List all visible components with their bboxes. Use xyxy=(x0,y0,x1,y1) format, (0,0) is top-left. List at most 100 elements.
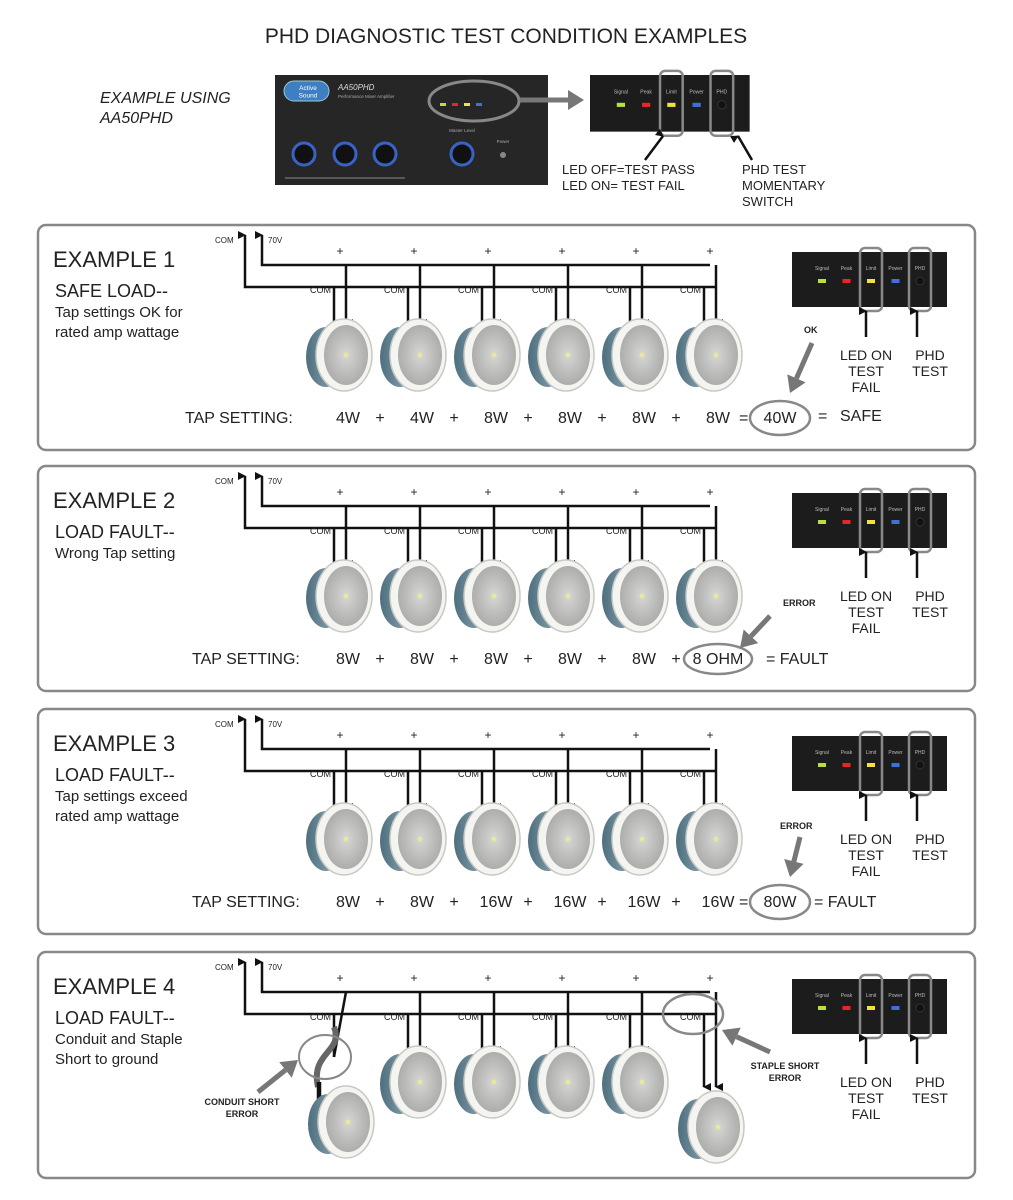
com-label: COM xyxy=(215,963,234,972)
com-tap-label: COM xyxy=(384,769,405,779)
phd-test-label: TEST xyxy=(912,363,948,379)
com-tap-label: COM xyxy=(606,769,627,779)
fault-circle xyxy=(682,642,754,676)
speaker-icon xyxy=(454,1045,521,1119)
error-note: ERROR xyxy=(783,598,816,608)
phd-button xyxy=(915,760,925,770)
example-description: Tap settings exceed xyxy=(55,788,188,805)
staple-short-circle xyxy=(661,992,725,1036)
tap-value: 8W xyxy=(410,651,435,668)
speaker-icon xyxy=(602,1045,669,1119)
example-description: Conduit and Staple xyxy=(55,1031,183,1048)
led-label: Limit xyxy=(866,266,877,272)
plus-label: + xyxy=(706,244,713,258)
tap-setting-label: TAP SETTING: xyxy=(185,410,293,427)
led-label: Peak xyxy=(841,507,853,513)
led-label: Peak xyxy=(640,90,652,96)
example-subtitle: LOAD FAULT-- xyxy=(55,765,175,785)
note-label: OK xyxy=(804,325,818,335)
com-tap-label: COM xyxy=(680,526,701,536)
speaker-icon xyxy=(528,559,595,633)
led-off-note: LED OFF=TEST PASS xyxy=(562,162,695,177)
plus-label: + xyxy=(706,728,713,742)
speaker-icon xyxy=(308,1085,375,1159)
conduit-error-label: CONDUIT SHORT xyxy=(205,1097,280,1107)
plus-operator: + xyxy=(449,894,458,911)
70v-label: 70V xyxy=(268,236,283,245)
com-label: COM xyxy=(215,236,234,245)
led-label: Signal xyxy=(815,507,829,513)
plus-label: + xyxy=(336,485,343,499)
com-tap-label: COM xyxy=(680,285,701,295)
led-on-test-fail-label: TEST xyxy=(848,363,884,379)
phd-highlight xyxy=(907,246,933,313)
limit-highlight xyxy=(658,69,684,138)
com-tap-label: COM xyxy=(532,1012,553,1022)
led-peak xyxy=(642,102,651,107)
com-tap-label: COM xyxy=(310,769,331,779)
speaker-icon xyxy=(528,1045,595,1119)
amp-subtitle: Performance Mixer Amplifier xyxy=(338,94,395,99)
equals-sign: = xyxy=(739,894,748,911)
led-limit xyxy=(867,1006,875,1010)
speaker-icon xyxy=(454,802,521,876)
plus-label: + xyxy=(632,485,639,499)
limit-highlight xyxy=(858,973,884,1040)
example-heading: EXAMPLE 2 xyxy=(53,488,175,513)
amp-brand: Active xyxy=(299,85,317,92)
speaker-icon xyxy=(678,1090,745,1164)
conduit-short-circle xyxy=(298,1034,352,1080)
plus-operator: + xyxy=(375,894,384,911)
plus-operator: + xyxy=(597,651,606,668)
example-using-model: AA50PHD xyxy=(99,110,173,127)
led-on-test-fail-label: FAIL xyxy=(852,1106,881,1122)
led-label: Peak xyxy=(841,750,853,756)
led-label: Limit xyxy=(866,993,877,999)
70v-label: 70V xyxy=(268,477,283,486)
equals-sign: = xyxy=(739,410,748,427)
plus-label: + xyxy=(484,244,491,258)
plus-operator: + xyxy=(449,651,458,668)
speaker-icon xyxy=(528,802,595,876)
led-label: PHD xyxy=(915,507,926,513)
plus-label: + xyxy=(558,728,565,742)
com-tap-label: COM xyxy=(532,526,553,536)
led-limit xyxy=(867,279,875,283)
plus-label: + xyxy=(336,971,343,985)
equals-sign: = xyxy=(818,408,827,425)
70v-bus xyxy=(255,958,710,994)
com-tap-label: COM xyxy=(680,769,701,779)
led-peak xyxy=(842,520,851,524)
led-signal xyxy=(616,102,626,107)
com-tap-label: COM xyxy=(532,285,553,295)
plus-operator: + xyxy=(597,894,606,911)
com-tap-label: COM xyxy=(310,285,331,295)
example-description: Short to ground xyxy=(55,1051,158,1068)
plus-label: + xyxy=(336,728,343,742)
tap-value: 16W xyxy=(554,894,588,911)
plus-operator: + xyxy=(449,410,458,427)
example-heading: EXAMPLE 1 xyxy=(53,247,175,272)
conduit-error-label: ERROR xyxy=(226,1109,259,1119)
pointer-arrow xyxy=(729,135,754,161)
led-signal xyxy=(818,763,826,767)
plus-operator: + xyxy=(671,410,680,427)
verdict-label: SAFE xyxy=(840,408,882,425)
tap-value: 8W xyxy=(410,894,435,911)
led-signal xyxy=(818,520,826,524)
plus-drop xyxy=(332,991,348,1058)
example-4-panel xyxy=(36,950,977,1180)
led-peak xyxy=(842,279,851,283)
led-on-test-fail-label: FAIL xyxy=(852,863,881,879)
tap-value: 8W xyxy=(632,651,657,668)
led-on-test-fail-label: LED ON xyxy=(840,1074,892,1090)
led-label: Peak xyxy=(841,266,853,272)
led-label: Power xyxy=(689,90,704,96)
example-description: Tap settings OK for xyxy=(55,304,183,321)
speaker-icon xyxy=(454,559,521,633)
plus-label: + xyxy=(410,485,417,499)
plus-label: + xyxy=(558,971,565,985)
